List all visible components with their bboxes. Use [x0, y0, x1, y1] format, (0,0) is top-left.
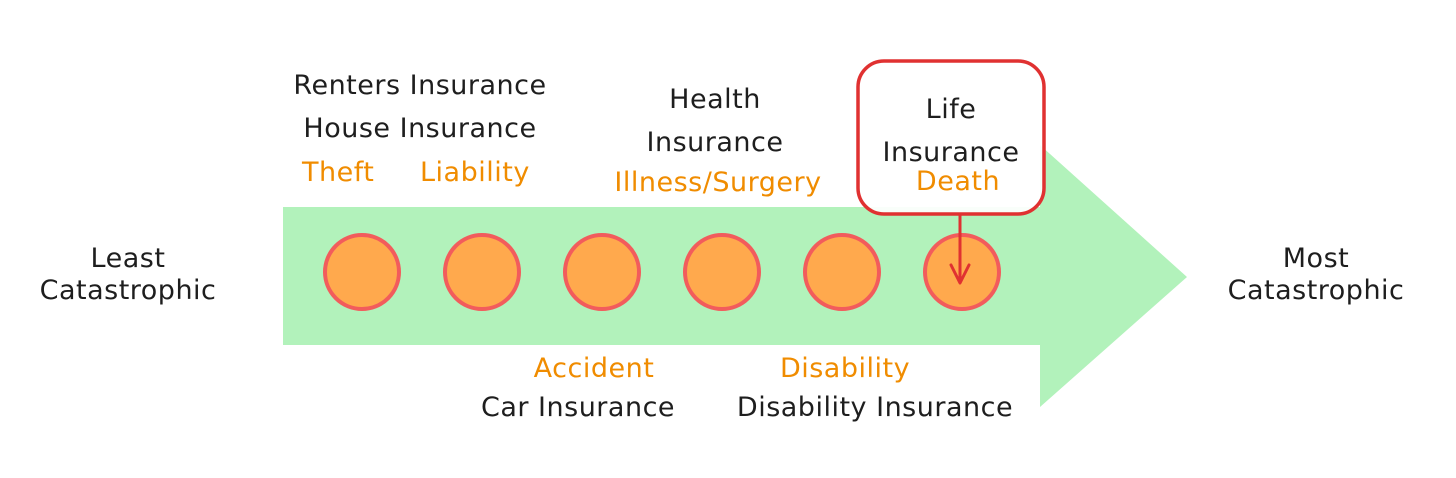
risk-disability: Disability	[779, 353, 911, 384]
risk-marker	[563, 233, 641, 311]
highlight-pointer-arrow	[949, 212, 971, 285]
risk-death: Death	[915, 166, 1001, 197]
risk-illness-surgery: Illness/Surgery	[614, 167, 822, 198]
left-label-line-2: Catastrophic	[39, 275, 217, 306]
risk-theft: Theft	[302, 157, 375, 188]
risk-marker	[443, 233, 521, 311]
disability-insurance-label: Disability Insurance	[736, 392, 1014, 423]
risk-marker	[683, 233, 761, 311]
life-insurance-label: Life Insurance	[858, 88, 1044, 174]
right-label-line-1: Most	[1282, 243, 1350, 274]
insurance-line: Insurance	[646, 127, 784, 158]
risk-accident: Accident	[533, 353, 655, 384]
risk-marker	[803, 233, 881, 311]
left-label-line-1: Least	[90, 243, 166, 274]
insurance-line: Life	[925, 94, 977, 125]
insurance-line: Insurance	[882, 137, 1020, 168]
insurance-line: Health	[669, 84, 761, 115]
health-insurance-label: Health Insurance	[610, 78, 820, 164]
least-catastrophic-label: Least Catastrophic	[18, 243, 238, 307]
risk-marker-highlighted	[923, 233, 1001, 311]
risk-marker	[323, 233, 401, 311]
insurance-line: House Insurance	[303, 113, 537, 144]
risk-liability: Liability	[420, 157, 530, 188]
risk-markers	[323, 233, 1001, 311]
insurance-line: Renters Insurance	[293, 70, 547, 101]
life-insurance-highlight-box	[856, 59, 1046, 216]
right-label-line-2: Catastrophic	[1227, 275, 1405, 306]
renters-house-insurance-label: Renters Insurance House Insurance	[260, 64, 580, 150]
most-catastrophic-label: Most Catastrophic	[1206, 243, 1426, 307]
car-insurance-label: Car Insurance	[480, 392, 676, 423]
